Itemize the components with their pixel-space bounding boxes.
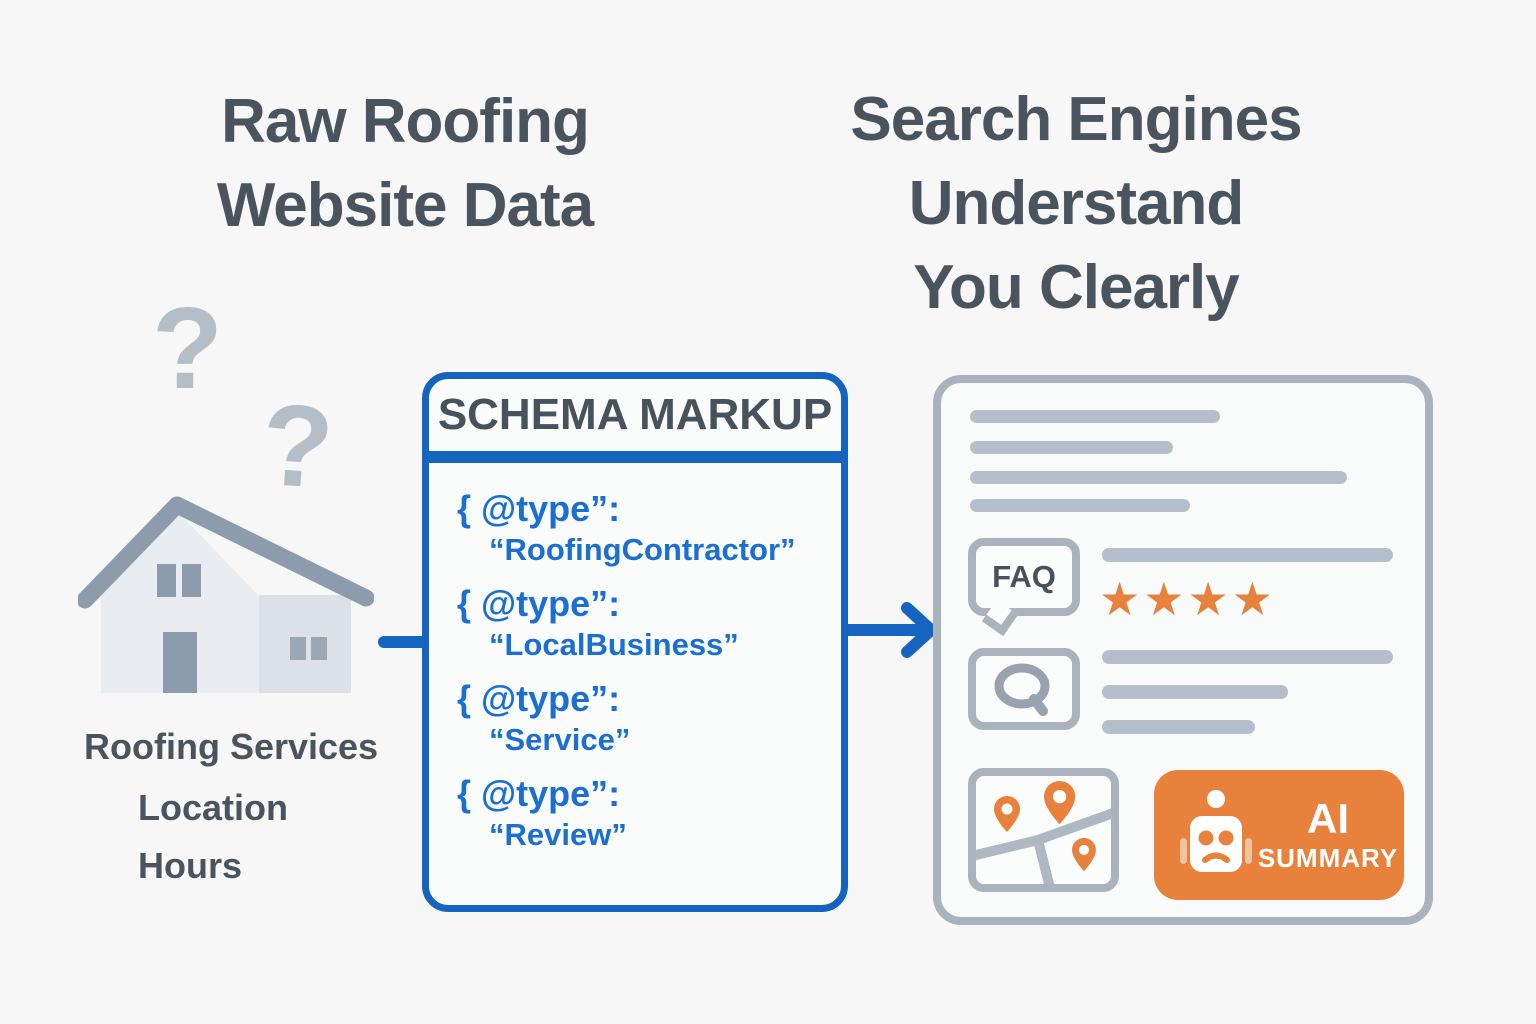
schema-entry-key: { @type”: — [457, 583, 621, 624]
text-skeleton-line — [1102, 650, 1393, 664]
location-pin-icon — [1072, 838, 1096, 872]
text-skeleton-line — [970, 441, 1173, 454]
window-icon — [290, 637, 306, 660]
raw-data-label-location: Location — [138, 787, 288, 828]
left-title: Raw Roofing Website Data — [0, 80, 810, 248]
search-results-panel: FAQ ★★★★ — [933, 375, 1433, 925]
text-skeleton-line — [1102, 720, 1255, 734]
faq-badge: FAQ — [968, 538, 1080, 616]
map-icon — [968, 768, 1119, 892]
schema-entry-key: { @type”: — [457, 773, 621, 814]
question-mark-icon: ? — [152, 283, 223, 413]
robot-icon — [1180, 790, 1252, 872]
schema-entry-value: “Service” — [489, 722, 631, 757]
schema-entry: { @type”: “RoofingContractor” — [457, 487, 831, 569]
question-mark-icon: ? — [257, 378, 338, 514]
star-icon: ★ — [1099, 573, 1144, 625]
ai-summary-text: AI SUMMARY — [1258, 770, 1398, 900]
schema-entry: { @type”: “LocalBusiness” — [457, 582, 831, 664]
raw-data-label-roofing-services: Roofing Services — [84, 726, 379, 767]
star-icon: ★ — [1187, 573, 1232, 625]
right-title-line3: You Clearly — [913, 253, 1240, 322]
star-icon: ★ — [1143, 573, 1188, 625]
schema-entry-value: “RoofingContractor” — [489, 532, 796, 567]
schema-entry-value: “Review” — [489, 817, 627, 852]
schema-entry: { @type”: “Service” — [457, 677, 831, 759]
search-result-badge — [968, 648, 1080, 730]
window-icon — [157, 564, 176, 597]
location-pin-icon — [994, 796, 1020, 832]
window-icon — [182, 564, 201, 597]
text-skeleton-line — [1102, 685, 1288, 699]
door-icon — [163, 632, 197, 693]
connector-line — [378, 636, 430, 648]
star-rating: ★★★★ — [1099, 575, 1276, 623]
right-title: Search Engines Understand You Clearly — [716, 78, 1436, 330]
star-icon: ★ — [1231, 573, 1276, 625]
ai-label: AI — [1307, 795, 1349, 842]
schema-entry: { @type”: “Review” — [457, 772, 831, 854]
schema-entries: { @type”: “RoofingContractor” { @type”: … — [429, 463, 841, 854]
text-skeleton-line — [1102, 548, 1393, 562]
text-skeleton-line — [970, 471, 1347, 484]
text-skeleton-line — [970, 499, 1190, 512]
house-icon — [78, 496, 374, 693]
left-title-line2: Website Data — [216, 171, 594, 240]
right-title-line2: Understand — [908, 169, 1244, 238]
schema-markup-box: SCHEMA MARKUP { @type”: “RoofingContract… — [422, 372, 848, 912]
faq-label: FAQ — [992, 559, 1056, 594]
schema-entry-key: { @type”: — [457, 488, 621, 529]
schema-entry-value: “LocalBusiness” — [489, 627, 739, 662]
schema-entry-key: { @type”: — [457, 678, 621, 719]
window-icon — [311, 637, 327, 660]
location-pin-icon — [1044, 781, 1076, 825]
summary-label: SUMMARY — [1257, 843, 1399, 873]
text-skeleton-line — [970, 410, 1220, 423]
left-title-line1: Raw Roofing — [221, 87, 590, 156]
right-title-line1: Search Engines — [850, 85, 1302, 154]
raw-data-label-hours: Hours — [138, 845, 243, 886]
magnifier-icon — [994, 663, 1050, 716]
ai-summary-badge: AI SUMMARY — [1154, 770, 1404, 900]
arrow-right-icon — [843, 602, 937, 658]
schema-box-title: SCHEMA MARKUP — [429, 379, 841, 463]
map-roads-and-pins — [976, 781, 1111, 884]
